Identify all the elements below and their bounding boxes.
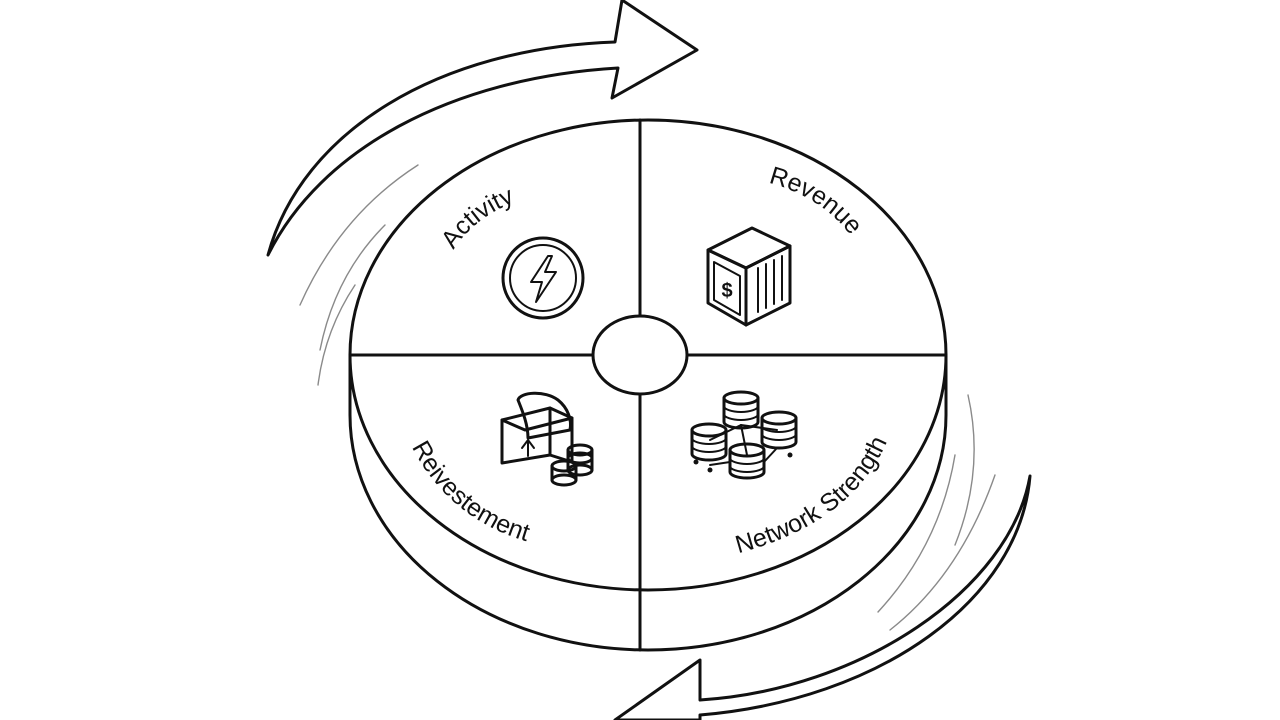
cash-box-coins-icon bbox=[500, 391, 594, 487]
safe-dollar-icon: $ bbox=[706, 226, 792, 327]
cycle-arrow-bottom bbox=[613, 474, 1032, 720]
segment-label-revenue: Revenue bbox=[766, 161, 867, 239]
segment-label-activity: Activity bbox=[436, 181, 518, 253]
wheel-top-face bbox=[348, 118, 948, 592]
svg-text:$: $ bbox=[721, 280, 732, 302]
database-network-icon bbox=[690, 390, 798, 480]
segment-label-reinvestment: Reivestement bbox=[406, 436, 533, 547]
wheel-body bbox=[348, 353, 948, 652]
segment-label-network-strength: Network Strength bbox=[732, 432, 893, 559]
lightning-bolt-icon bbox=[501, 236, 585, 320]
cycle-arrow-top bbox=[266, 0, 699, 257]
motion-lines bbox=[299, 164, 996, 631]
hub-circle bbox=[591, 314, 689, 396]
